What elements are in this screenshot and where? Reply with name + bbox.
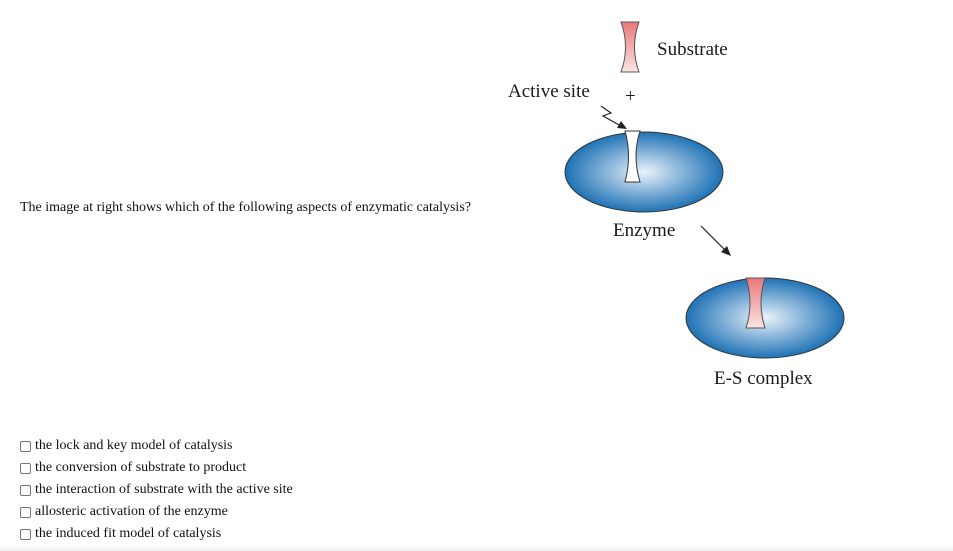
- option-checkbox[interactable]: [20, 440, 31, 452]
- option-label: the conversion of substrate to product: [35, 460, 247, 475]
- option-checkbox[interactable]: [20, 528, 31, 540]
- plus-sign: +: [625, 86, 636, 107]
- es-complex-label: E-S complex: [714, 368, 813, 389]
- active-site-label: Active site: [508, 81, 590, 102]
- option-checkbox[interactable]: [20, 462, 31, 474]
- enzyme-label: Enzyme: [613, 220, 676, 241]
- option-label: allosteric activation of the enzyme: [35, 504, 228, 519]
- reaction-arrow: [700, 225, 728, 253]
- es-complex-shape: [685, 277, 845, 359]
- substrate-label: Substrate: [657, 39, 728, 60]
- enzyme-shape: [564, 130, 724, 213]
- bottom-edge-shadow: [0, 545, 953, 551]
- option-allosteric-activation[interactable]: allosteric activation of the enzyme: [20, 501, 293, 523]
- option-lock-and-key[interactable]: the lock and key model of catalysis: [20, 435, 293, 457]
- enzyme-substrate-figure: Substrate Active site + Enzyme E-S compl…: [480, 0, 953, 420]
- active-site-arrow: [600, 105, 622, 127]
- option-induced-fit[interactable]: the induced fit model of catalysis: [20, 523, 293, 545]
- option-active-site-interaction[interactable]: the interaction of substrate with the ac…: [20, 479, 293, 501]
- answer-options: the lock and key model of catalysis the …: [20, 435, 293, 545]
- question-text: The image at right shows which of the fo…: [20, 200, 471, 215]
- option-label: the lock and key model of catalysis: [35, 438, 233, 453]
- reaction-arrowhead: [721, 246, 731, 256]
- option-label: the induced fit model of catalysis: [35, 526, 222, 541]
- substrate-shape: [620, 21, 640, 73]
- option-label: the interaction of substrate with the ac…: [35, 482, 293, 497]
- option-conversion[interactable]: the conversion of substrate to product: [20, 457, 293, 479]
- active-site-arrowhead: [617, 121, 627, 129]
- option-checkbox[interactable]: [20, 506, 31, 518]
- figure-svg: [564, 21, 845, 359]
- option-checkbox[interactable]: [20, 484, 31, 496]
